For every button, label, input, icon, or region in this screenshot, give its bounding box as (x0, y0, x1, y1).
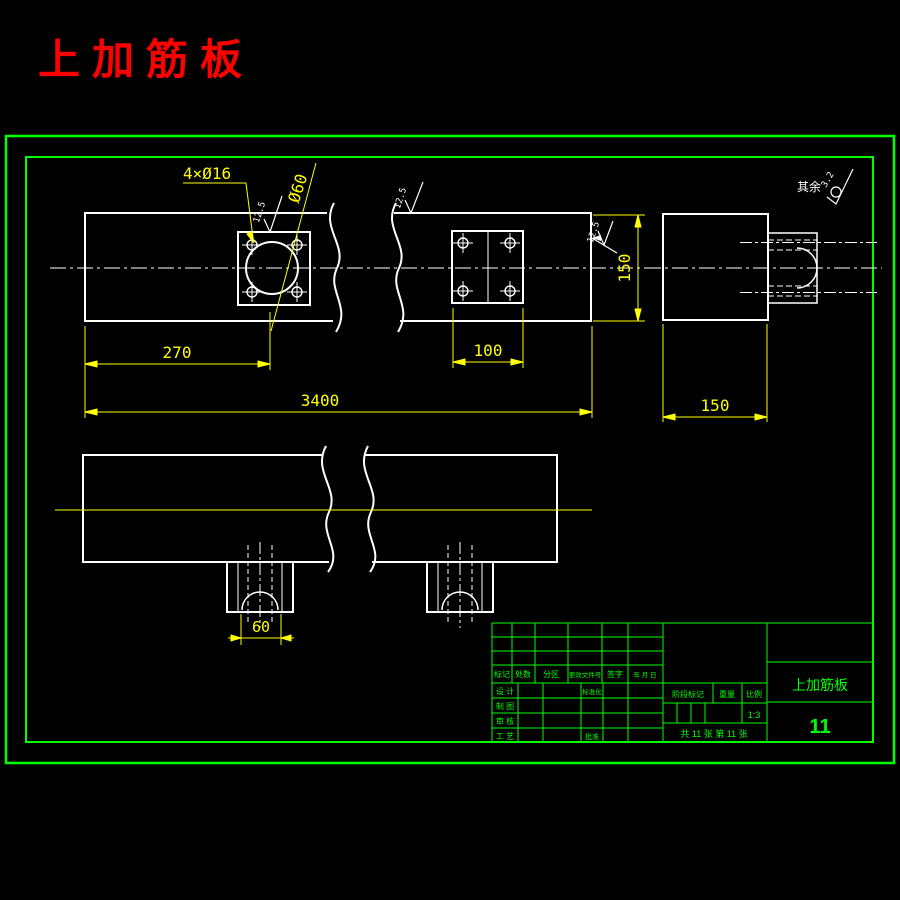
inner-frame (25, 156, 874, 743)
tb-weight-label: 重量 (719, 689, 735, 699)
tb-standardize: 标准化 (582, 687, 602, 696)
roughness-3-value: 12.5 (586, 221, 602, 245)
socket-centerlines (740, 242, 877, 293)
roughness-symbols: 12.5 12.5 12.5 其余 3.2 (252, 168, 854, 254)
tb-rev-col-1: 处数 (515, 669, 531, 679)
tb-stage-label: 阶段标记 (672, 689, 704, 699)
dim-150-height: 150 (593, 214, 645, 322)
callout-holes-text: 4×Ø16 (183, 164, 231, 183)
bottom-right-outline (365, 454, 558, 563)
main-view (50, 202, 648, 333)
dim-60: 60 (228, 614, 294, 645)
dim-150-height-text: 150 (615, 254, 634, 283)
flange-plate-1 (237, 231, 311, 306)
title-block-labels: 标记 处数 分区 更改文件号 签字 年 月 日 设 计 制 图 审 核 工 艺 … (494, 669, 848, 741)
tb-approve: 批准 (585, 732, 599, 741)
socket-2 (426, 542, 494, 628)
main-left-outline (84, 212, 333, 322)
tb-scale-label: 比例 (746, 689, 762, 699)
dim-60-text: 60 (252, 618, 270, 636)
dimensions: 270 100 3400 150 (84, 162, 768, 645)
flange1-hole-centerlines (242, 235, 307, 302)
flange2-holes (457, 237, 516, 297)
tb-rev-col-2: 分区 (543, 670, 559, 679)
tb-role-check: 审 核 (496, 716, 514, 726)
break-line (328, 202, 343, 333)
dim-3400: 3400 (84, 326, 593, 418)
tb-rev-col-4: 签字 (607, 669, 623, 679)
tb-part-name: 上加筋板 (792, 677, 848, 693)
page-title: 上加筋板 (38, 37, 254, 84)
roughness-symbol-2: 12.5 (393, 181, 424, 215)
surface-note-value: 3.2 (820, 170, 837, 189)
main-right-outline (394, 212, 592, 322)
socket-1 (226, 542, 294, 628)
tb-rev-col-3: 更改文件号 (569, 670, 602, 679)
break-line (320, 445, 335, 573)
surface-note: 其余 3.2 (797, 168, 854, 205)
tb-role-design: 设 计 (496, 686, 514, 696)
break-line (390, 202, 405, 333)
dim-150-end: 150 (662, 324, 768, 422)
drawing-frame (4, 134, 896, 765)
hidden-lines (768, 239, 817, 297)
bottom-view (55, 445, 592, 628)
tb-rev-col-5: 年 月 日 (633, 670, 656, 679)
side-view (645, 213, 882, 321)
roughness-symbol-3: 12.5 (586, 221, 618, 254)
callout-center-hole-text: Ø60 (284, 172, 311, 205)
break-line (362, 445, 377, 573)
surface-note-prefix: 其余 (797, 179, 821, 194)
bottom-left-outline (82, 454, 329, 563)
tb-rev-col-0: 标记 (494, 669, 510, 679)
side-view-outline (662, 213, 769, 321)
tb-scale-value: 1:3 (748, 710, 761, 720)
dim-100-text: 100 (474, 341, 503, 360)
dim-270: 270 (84, 312, 271, 418)
tb-role-process: 工 艺 (496, 732, 514, 741)
dim-100: 100 (452, 308, 524, 368)
dim-270-text: 270 (163, 343, 192, 362)
tb-sheet-info: 共 11 张 第 11 张 (680, 728, 747, 739)
title-block-grid (491, 622, 873, 742)
dim-3400-text: 3400 (301, 391, 340, 410)
flange2-hole-centerlines (453, 233, 520, 301)
dim-150-end-text: 150 (701, 396, 730, 415)
outer-frame (4, 134, 896, 765)
tb-drawing-number: 11 (809, 716, 830, 738)
tb-role-draw: 制 图 (496, 701, 514, 711)
callout-holes: 4×Ø16 (183, 164, 255, 244)
roughness-2-value: 12.5 (393, 187, 409, 211)
title-block: 标记 处数 分区 更改文件号 签字 年 月 日 设 计 制 图 审 核 工 艺 … (491, 622, 873, 742)
